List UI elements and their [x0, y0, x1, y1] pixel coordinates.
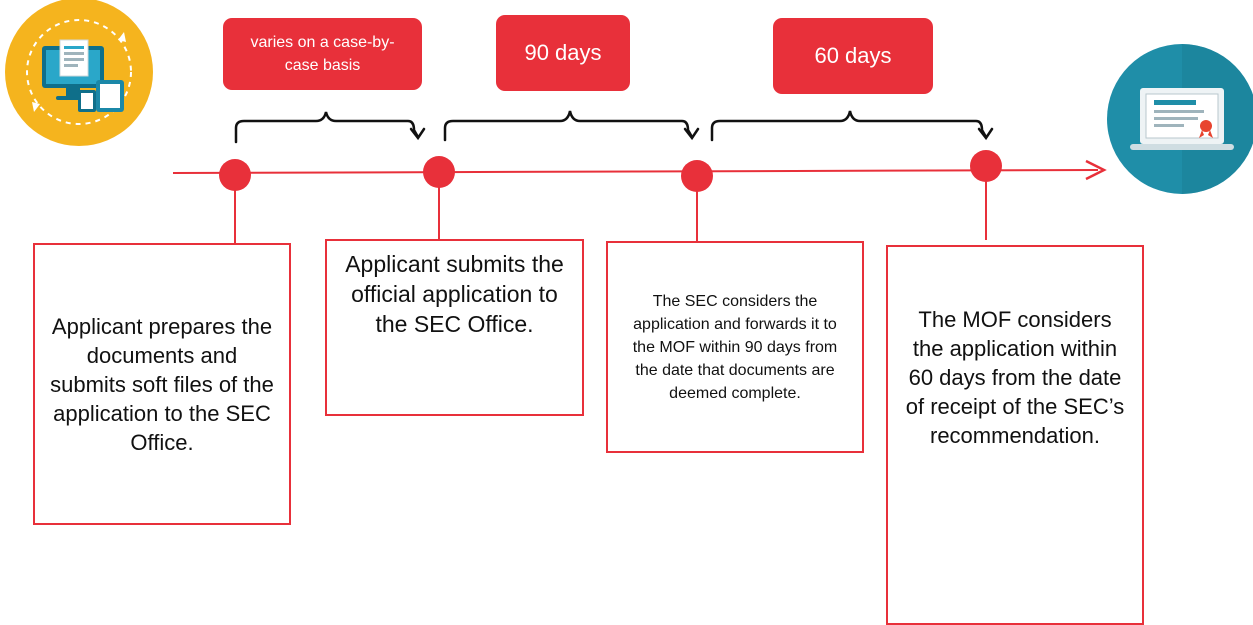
step-box-3: The SEC considers the application and fo… — [606, 241, 864, 453]
timeline-arrowhead — [1085, 159, 1107, 181]
timeline-dot-2 — [423, 156, 455, 188]
step-box-2: Applicant submits the official applicati… — [325, 239, 584, 416]
step-box-4: The MOF considers the application within… — [886, 245, 1144, 625]
timeline-dot-1 — [219, 159, 251, 191]
timeline-dot-3 — [681, 160, 713, 192]
brace-stage-1 — [234, 111, 426, 144]
brace-stage-3 — [710, 110, 994, 142]
step-box-1: Applicant prepares the documents and sub… — [33, 243, 291, 525]
brace-stage-2 — [443, 110, 700, 142]
laptop-certificate-icon — [1107, 44, 1253, 194]
duration-tag-3: 60 days — [773, 18, 933, 94]
timeline-dot-4 — [970, 150, 1002, 182]
duration-tag-2: 90 days — [496, 15, 630, 91]
duration-tag-1: varies on a case-by-case basis — [223, 18, 422, 90]
timeline-line — [172, 169, 1099, 174]
documents-on-devices-icon — [5, 0, 153, 146]
